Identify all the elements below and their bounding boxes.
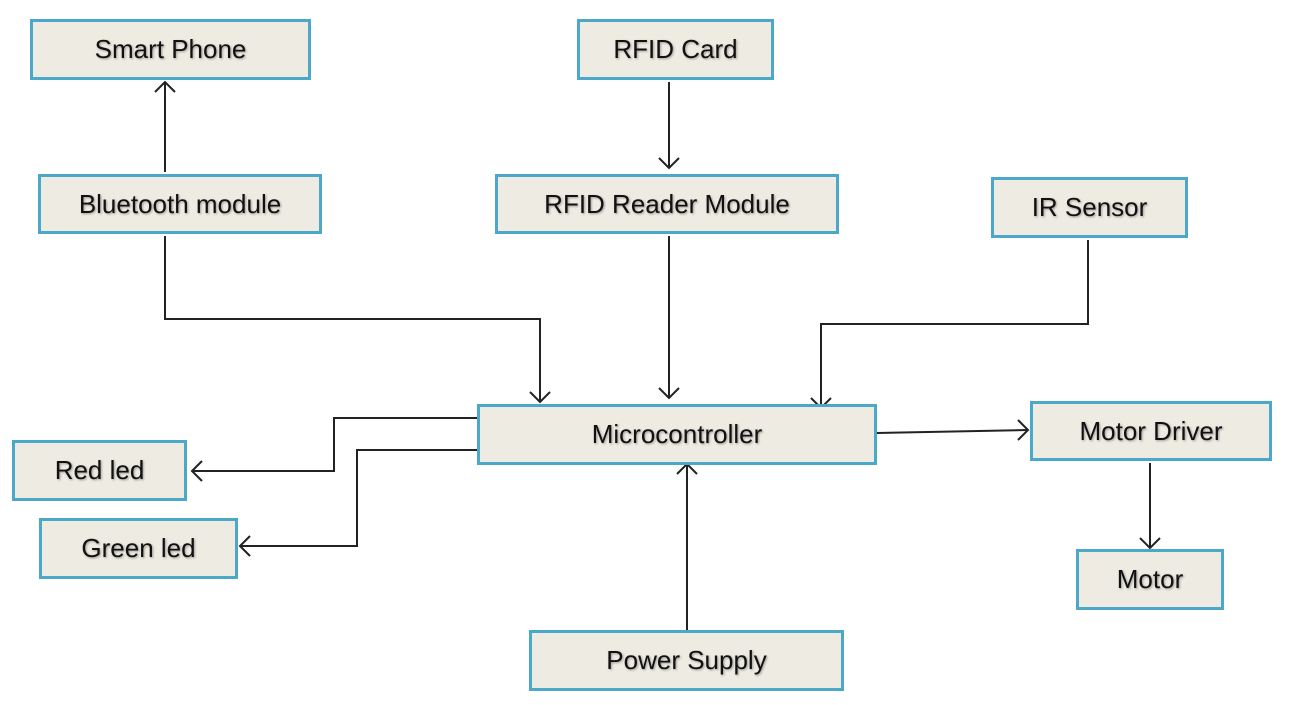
block-rfid-card: RFID Card [577,19,774,80]
block-label: Power Supply [606,645,767,675]
wire [876,429,1029,434]
block-ir-sensor: IR Sensor [991,177,1188,238]
block-label: Microcontroller [591,419,763,449]
block-label: Motor [1116,564,1184,594]
connection-power-supply-to-microcontroller [676,462,698,630]
arrowhead-icon [154,80,176,93]
block-green-led: Green led [39,518,238,579]
block-label: Motor Driver [1079,415,1223,446]
block-label: Green led [81,533,196,563]
arrowhead-icon [238,535,251,557]
block-label: RFID Reader Module [544,188,790,219]
arrowhead-icon [658,157,680,170]
arrowhead-icon [529,391,551,404]
block-label: Smart Phone [94,34,247,64]
arrowhead-icon [1017,419,1030,441]
block-bluetooth-module: Bluetooth module [38,174,322,234]
block-label: RFID Card [613,34,738,64]
block-motor: Motor [1076,549,1224,610]
block-red-led: Red led [12,440,187,501]
block-rfid-reader-module: RFID Reader Module [495,174,839,234]
connection-ir-sensor-to-microcontroller [810,240,1089,410]
wire [164,236,541,402]
block-microcontroller: Microcontroller [477,404,877,465]
block-power-supply: Power Supply [529,630,844,691]
wire [820,240,1089,408]
connection-motor-driver-to-motor [1139,463,1161,550]
connection-microcontroller-to-motor-driver [876,419,1030,441]
connection-microcontroller-to-red-led [190,417,477,482]
block-label: IR Sensor [1031,192,1148,222]
arrowhead-icon [658,387,680,400]
block-label: Bluetooth module [78,188,282,219]
block-motor-driver: Motor Driver [1030,401,1272,461]
arrowhead-icon [1139,537,1161,550]
wire [192,417,477,472]
connection-rfid-reader-module-to-microcontroller [658,236,680,400]
connection-microcontroller-to-green-led [238,449,477,557]
connection-rfid-card-to-rfid-reader-module [658,82,680,170]
connection-bluetooth-module-to-microcontroller [164,236,551,404]
connection-bluetooth-module-to-smart-phone [154,80,176,172]
arrowhead-icon [190,460,203,482]
block-smart-phone: Smart Phone [30,19,311,80]
wire [240,449,477,547]
block-label: Red led [54,455,145,485]
